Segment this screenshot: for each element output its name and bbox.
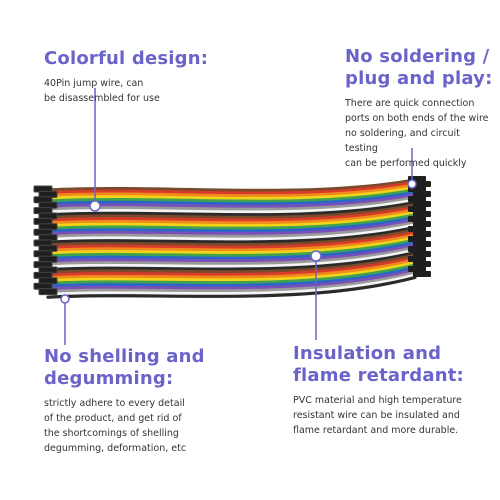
feature-desc-line: degumming, deformation, etc <box>44 443 187 454</box>
dupont-connector <box>408 196 426 202</box>
wire-strand <box>46 185 417 201</box>
feature-title: Insulation and flame retardant: <box>293 343 493 387</box>
wire-strand <box>46 273 417 297</box>
feature-desc-line: the shortcomings of shelling <box>44 428 179 439</box>
rainbow-ribbon-cable <box>46 178 417 299</box>
right-dupont-connectors <box>408 176 431 277</box>
callout-dot-insulation <box>310 250 322 262</box>
wire-strand <box>46 255 417 277</box>
dupont-connector <box>413 261 431 267</box>
dupont-connector <box>413 191 431 197</box>
dupont-connector <box>408 246 426 252</box>
wire-strand <box>46 218 417 236</box>
dupont-connector <box>413 221 431 227</box>
dupont-connector <box>413 241 431 247</box>
feature-desc-line: ports on both ends of the wire <box>345 113 489 124</box>
callout-dot-colorful <box>89 200 101 212</box>
feature-title: No shelling and degumming: <box>44 346 214 390</box>
dupont-connector <box>413 271 431 277</box>
wire-strand <box>46 245 417 266</box>
dupont-connector <box>408 216 426 222</box>
wire-strand <box>46 240 417 261</box>
callout-dot-no-soldering <box>407 179 417 189</box>
wire-strand <box>46 220 417 239</box>
wire-strand <box>46 253 417 275</box>
dupont-connector <box>408 266 426 272</box>
dupont-connector <box>38 288 58 296</box>
feature-desc-line: can be performed quickly <box>345 158 467 169</box>
wire-strand <box>46 183 417 198</box>
dupont-connector <box>413 211 431 217</box>
wire-strand <box>46 233 417 253</box>
wire-strand <box>46 203 417 220</box>
feature-title-line: No shelling and <box>44 346 205 367</box>
wire-strand <box>46 178 417 193</box>
wire-strand <box>46 275 417 299</box>
wire-strand <box>46 188 417 203</box>
wire-strand <box>46 225 417 244</box>
wire-strand <box>46 268 417 291</box>
wire-strand <box>46 258 417 280</box>
wire-strand <box>46 248 417 269</box>
feature-desc-line: 40Pin jump wire, can <box>44 78 144 89</box>
wire-strand <box>46 208 417 225</box>
feature-title-line: plug and play: <box>345 68 493 89</box>
dupont-connector <box>408 206 426 212</box>
wire-strand <box>46 260 417 283</box>
dupont-connector <box>413 201 431 207</box>
feature-no-shelling: No shelling and degumming: strictly adhe… <box>44 346 214 456</box>
feature-desc-line: no soldering, and circuit testing <box>345 128 460 154</box>
feature-no-soldering: No soldering / plug and play: There are … <box>345 46 495 171</box>
callout-dot-no-shelling <box>60 294 70 304</box>
left-dupont-connectors <box>33 185 58 296</box>
wire-strand <box>46 250 417 272</box>
dupont-connector <box>413 181 431 187</box>
wire-strand <box>46 243 417 264</box>
wire-strand <box>46 210 417 228</box>
wire-strand <box>46 213 417 231</box>
callout-lines <box>60 88 417 345</box>
feature-title-line: Insulation and <box>293 343 442 364</box>
feature-title-line: No soldering / <box>345 46 490 67</box>
wire-strand <box>46 200 417 217</box>
feature-desc-line: resistant wire can be insulated and <box>293 410 460 421</box>
feature-title: Colorful design: <box>44 48 209 69</box>
feature-title-line: flame retardant: <box>293 365 464 386</box>
feature-desc-line: of the product, and get rid of <box>44 413 182 424</box>
wire-strand <box>46 205 417 222</box>
wire-strand <box>46 270 417 294</box>
wire-strand <box>46 265 417 288</box>
dupont-connector <box>408 226 426 232</box>
dupont-connector <box>408 256 426 262</box>
wire-strand <box>46 235 417 255</box>
wire-strand <box>46 228 417 247</box>
feature-desc-line: There are quick connection <box>345 98 475 109</box>
feature-insulation: Insulation and flame retardant: PVC mate… <box>293 343 493 438</box>
wire-strand <box>46 223 417 242</box>
wire-strand <box>46 215 417 233</box>
wire-strand <box>46 238 417 258</box>
wire-strand <box>46 180 417 195</box>
feature-desc-line: be disassembled for use <box>44 93 160 104</box>
feature-colorful-design: Colorful design: 40Pin jump wire, can be… <box>44 48 244 106</box>
wire-strand <box>46 230 417 250</box>
feature-title-line: degumming: <box>44 368 174 389</box>
feature-desc-line: PVC material and high temperature <box>293 395 462 406</box>
dupont-connector <box>413 251 431 257</box>
feature-desc-line: flame retardant and more durable. <box>293 425 459 436</box>
feature-title: No soldering / plug and play: <box>345 46 495 90</box>
wire-strand <box>46 263 417 286</box>
dupont-connector <box>413 231 431 237</box>
feature-desc-line: strictly adhere to every detail <box>44 398 185 409</box>
dupont-connector <box>408 236 426 242</box>
